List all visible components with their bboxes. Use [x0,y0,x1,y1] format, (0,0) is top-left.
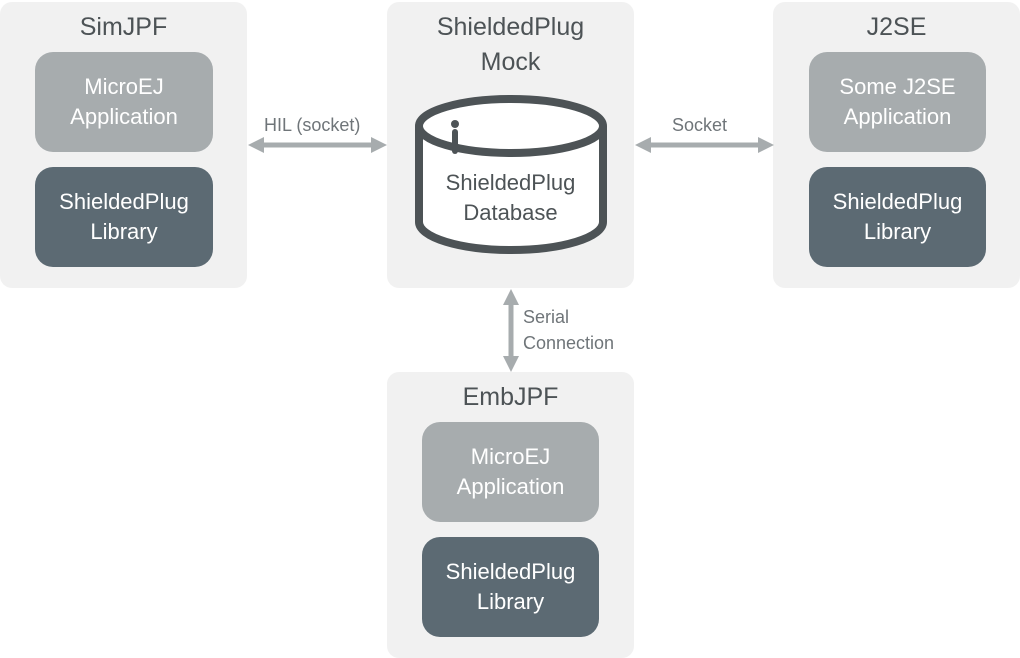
simjpf-application-block: MicroEJ Application [35,52,213,152]
embjpf-app-line1: MicroEJ [470,444,551,469]
j2se-library-block: ShieldedPlug Library [809,167,986,267]
j2se-panel: J2SE Some J2SE Application ShieldedPlug … [773,2,1020,288]
j2se-lib-line1: ShieldedPlug [832,189,963,214]
simjpf-app-line1: MicroEJ [84,74,164,99]
embjpf-lib-line2: Library [476,589,545,614]
hil-bidirectional-arrow-icon [248,137,387,153]
simjpf-lib-line2: Library [90,219,158,244]
embjpf-app-line2: Application [456,474,565,499]
j2se-application-block: Some J2SE Application [809,52,986,152]
embjpf-library-block: ShieldedPlug Library [422,537,599,637]
socket-label: Socket [672,115,728,135]
simjpf-library-block: ShieldedPlug Library [35,167,213,267]
j2se-lib-line2: Library [863,219,932,244]
socket-bidirectional-arrow-icon [635,137,774,153]
embjpf-panel: EmbJPF MicroEJ Application ShieldedPlug … [387,372,634,658]
embjpf-title: EmbJPF [462,383,559,411]
j2se-app-line2: Application [843,104,952,129]
serial-label-line1: Serial [523,307,570,327]
mock-title-line2: Mock [480,48,541,76]
embjpf-lib-line1: ShieldedPlug [445,559,576,584]
embjpf-application-block: MicroEJ Application [422,422,599,522]
mock-panel: ShieldedPlug Mock ShieldedPlug Database [387,2,634,288]
simjpf-title: SimJPF [79,13,168,41]
j2se-title: J2SE [866,13,927,41]
simjpf-lib-line1: ShieldedPlug [59,189,189,214]
serial-bidirectional-arrow-icon [503,289,519,372]
serial-label-line2: Connection [523,333,615,353]
mock-title-line1: ShieldedPlug [436,13,585,41]
hil-socket-label: HIL (socket) [264,115,361,135]
database-label-line2: Database [463,200,558,225]
simjpf-app-line2: Application [70,104,178,129]
database-label-line1: ShieldedPlug [445,170,576,195]
j2se-app-line1: Some J2SE [839,74,956,99]
database-cylinder-icon [415,95,607,254]
simjpf-panel: SimJPF MicroEJ Application ShieldedPlug … [0,2,247,288]
